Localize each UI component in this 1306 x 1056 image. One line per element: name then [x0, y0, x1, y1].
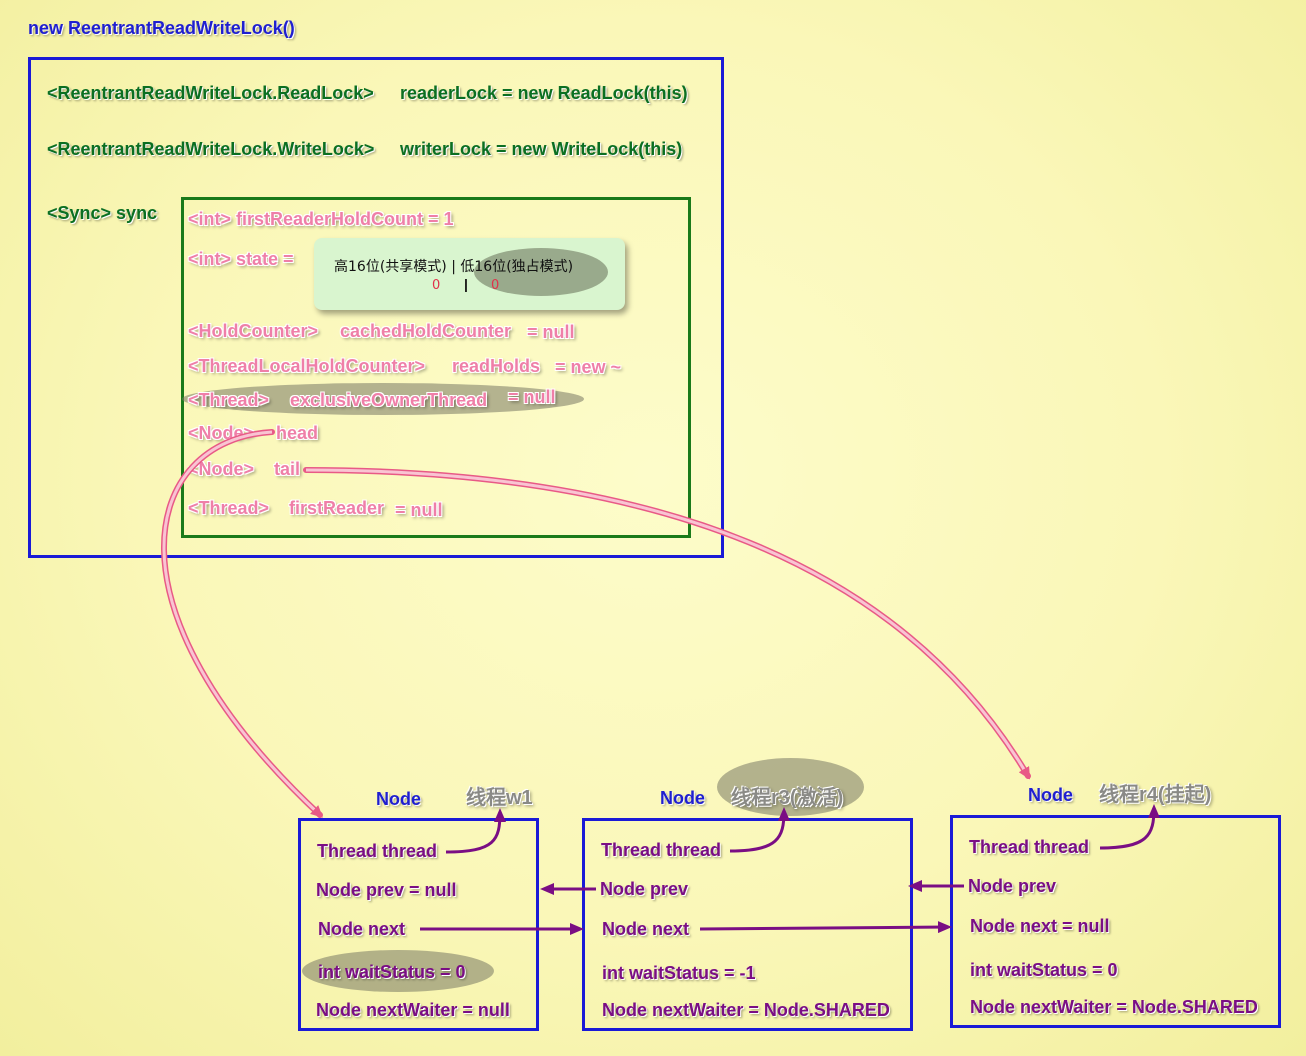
head-name: head: [276, 423, 319, 443]
reader-lock-decl: readerLock = new ReadLock(this): [400, 83, 688, 103]
low-bits-value: 0: [491, 278, 500, 293]
owner-thread-type: <Thread>: [188, 390, 270, 410]
diagram-title: new ReentrantReadWriteLock(): [28, 18, 295, 38]
node-1-thread-label: 线程w1: [466, 787, 533, 809]
head-to-node-1-arrow: [161, 429, 323, 818]
high-bits-value: 0: [432, 278, 441, 293]
node-3-next-waiter: Node nextWaiter = Node.SHARED: [970, 997, 1258, 1017]
state-label: <int> state =: [188, 249, 294, 269]
node-3-thread-label: 线程r4(挂起): [1099, 784, 1212, 806]
node-2-thread-arrow: [729, 807, 790, 853]
node-2-prev: Node prev: [600, 879, 689, 899]
node-1-next-waiter: Node nextWaiter = null: [316, 1000, 510, 1020]
sync-label: <Sync> sync: [47, 203, 158, 223]
reader-lock-type: <ReentrantReadWriteLock.ReadLock>: [47, 83, 374, 103]
node-2-wait-status: int waitStatus = -1: [602, 963, 756, 983]
cached-hold-counter-type: <HoldCounter>: [188, 321, 319, 341]
read-holds-name: readHolds: [452, 356, 541, 376]
node-3-prev: Node prev: [968, 876, 1057, 896]
node-2-thread-label: 线程r3(激活): [731, 787, 844, 809]
low-bits-label: 低16位(独占模式): [460, 259, 574, 275]
cached-hold-counter-name: cachedHoldCounter: [340, 321, 512, 341]
node-3-title: Node: [1028, 785, 1073, 805]
node-3-next: Node next = null: [970, 916, 1110, 936]
first-reader-type: <Thread>: [188, 498, 270, 518]
node-1-next: Node next: [318, 919, 406, 939]
first-reader-name: firstReader: [289, 498, 385, 518]
thread-r3-highlight: [717, 758, 864, 816]
cached-hold-counter-value: = null: [527, 322, 575, 342]
read-holds-type: <ThreadLocalHoldCounter>: [188, 356, 426, 376]
state-bits-header: 高16位(共享模式) | 低16位(独占模式): [334, 256, 573, 276]
bits-value-separator: |: [464, 276, 468, 292]
node-1-prev: Node prev = null: [316, 880, 457, 900]
read-holds-value: = new ~: [555, 357, 622, 377]
node-1-thread: Thread thread: [317, 841, 438, 861]
tail-type: <Node>: [188, 459, 255, 479]
owner-thread-value: = null: [508, 387, 556, 407]
lock-object-box: [28, 57, 724, 558]
node-2-title: Node: [660, 788, 705, 808]
owner-thread-highlight: [182, 383, 584, 415]
node-1-title: Node: [376, 789, 421, 809]
writer-lock-type: <ReentrantReadWriteLock.WriteLock>: [47, 139, 375, 159]
node-3-thread-arrow: [1099, 804, 1160, 850]
node-3-thread: Thread thread: [969, 837, 1090, 857]
tail-to-node-3-arrow: [303, 467, 1031, 779]
wait-status-highlight: [302, 950, 494, 992]
owner-thread-name: exclusiveOwnerThread: [290, 390, 488, 410]
node-1-box: [298, 818, 539, 1031]
node-2-next-waiter: Node nextWaiter = Node.SHARED: [602, 1000, 890, 1020]
first-reader-hold-count: <int> firstReaderHoldCount = 1: [188, 209, 454, 229]
node-2-next-arrow: [699, 921, 952, 934]
node-1-thread-arrow: [445, 808, 506, 854]
sync-object-box: [181, 197, 691, 538]
first-reader-value: = null: [395, 500, 443, 520]
high-bits-label: 高16位(共享模式): [334, 259, 447, 275]
node-1-wait-status: int waitStatus = 0: [318, 962, 466, 982]
node-3-wait-status: int waitStatus = 0: [970, 960, 1118, 980]
tail-name: tail: [274, 459, 301, 479]
writer-lock-decl: writerLock = new WriteLock(this): [400, 139, 683, 159]
state-value-box: 高16位(共享模式) | 低16位(独占模式) 0 | 0: [314, 238, 625, 310]
low-bits-highlight: [474, 248, 608, 296]
bits-separator: |: [451, 259, 456, 275]
node-2-next: Node next: [602, 919, 690, 939]
node-2-thread: Thread thread: [601, 840, 722, 860]
